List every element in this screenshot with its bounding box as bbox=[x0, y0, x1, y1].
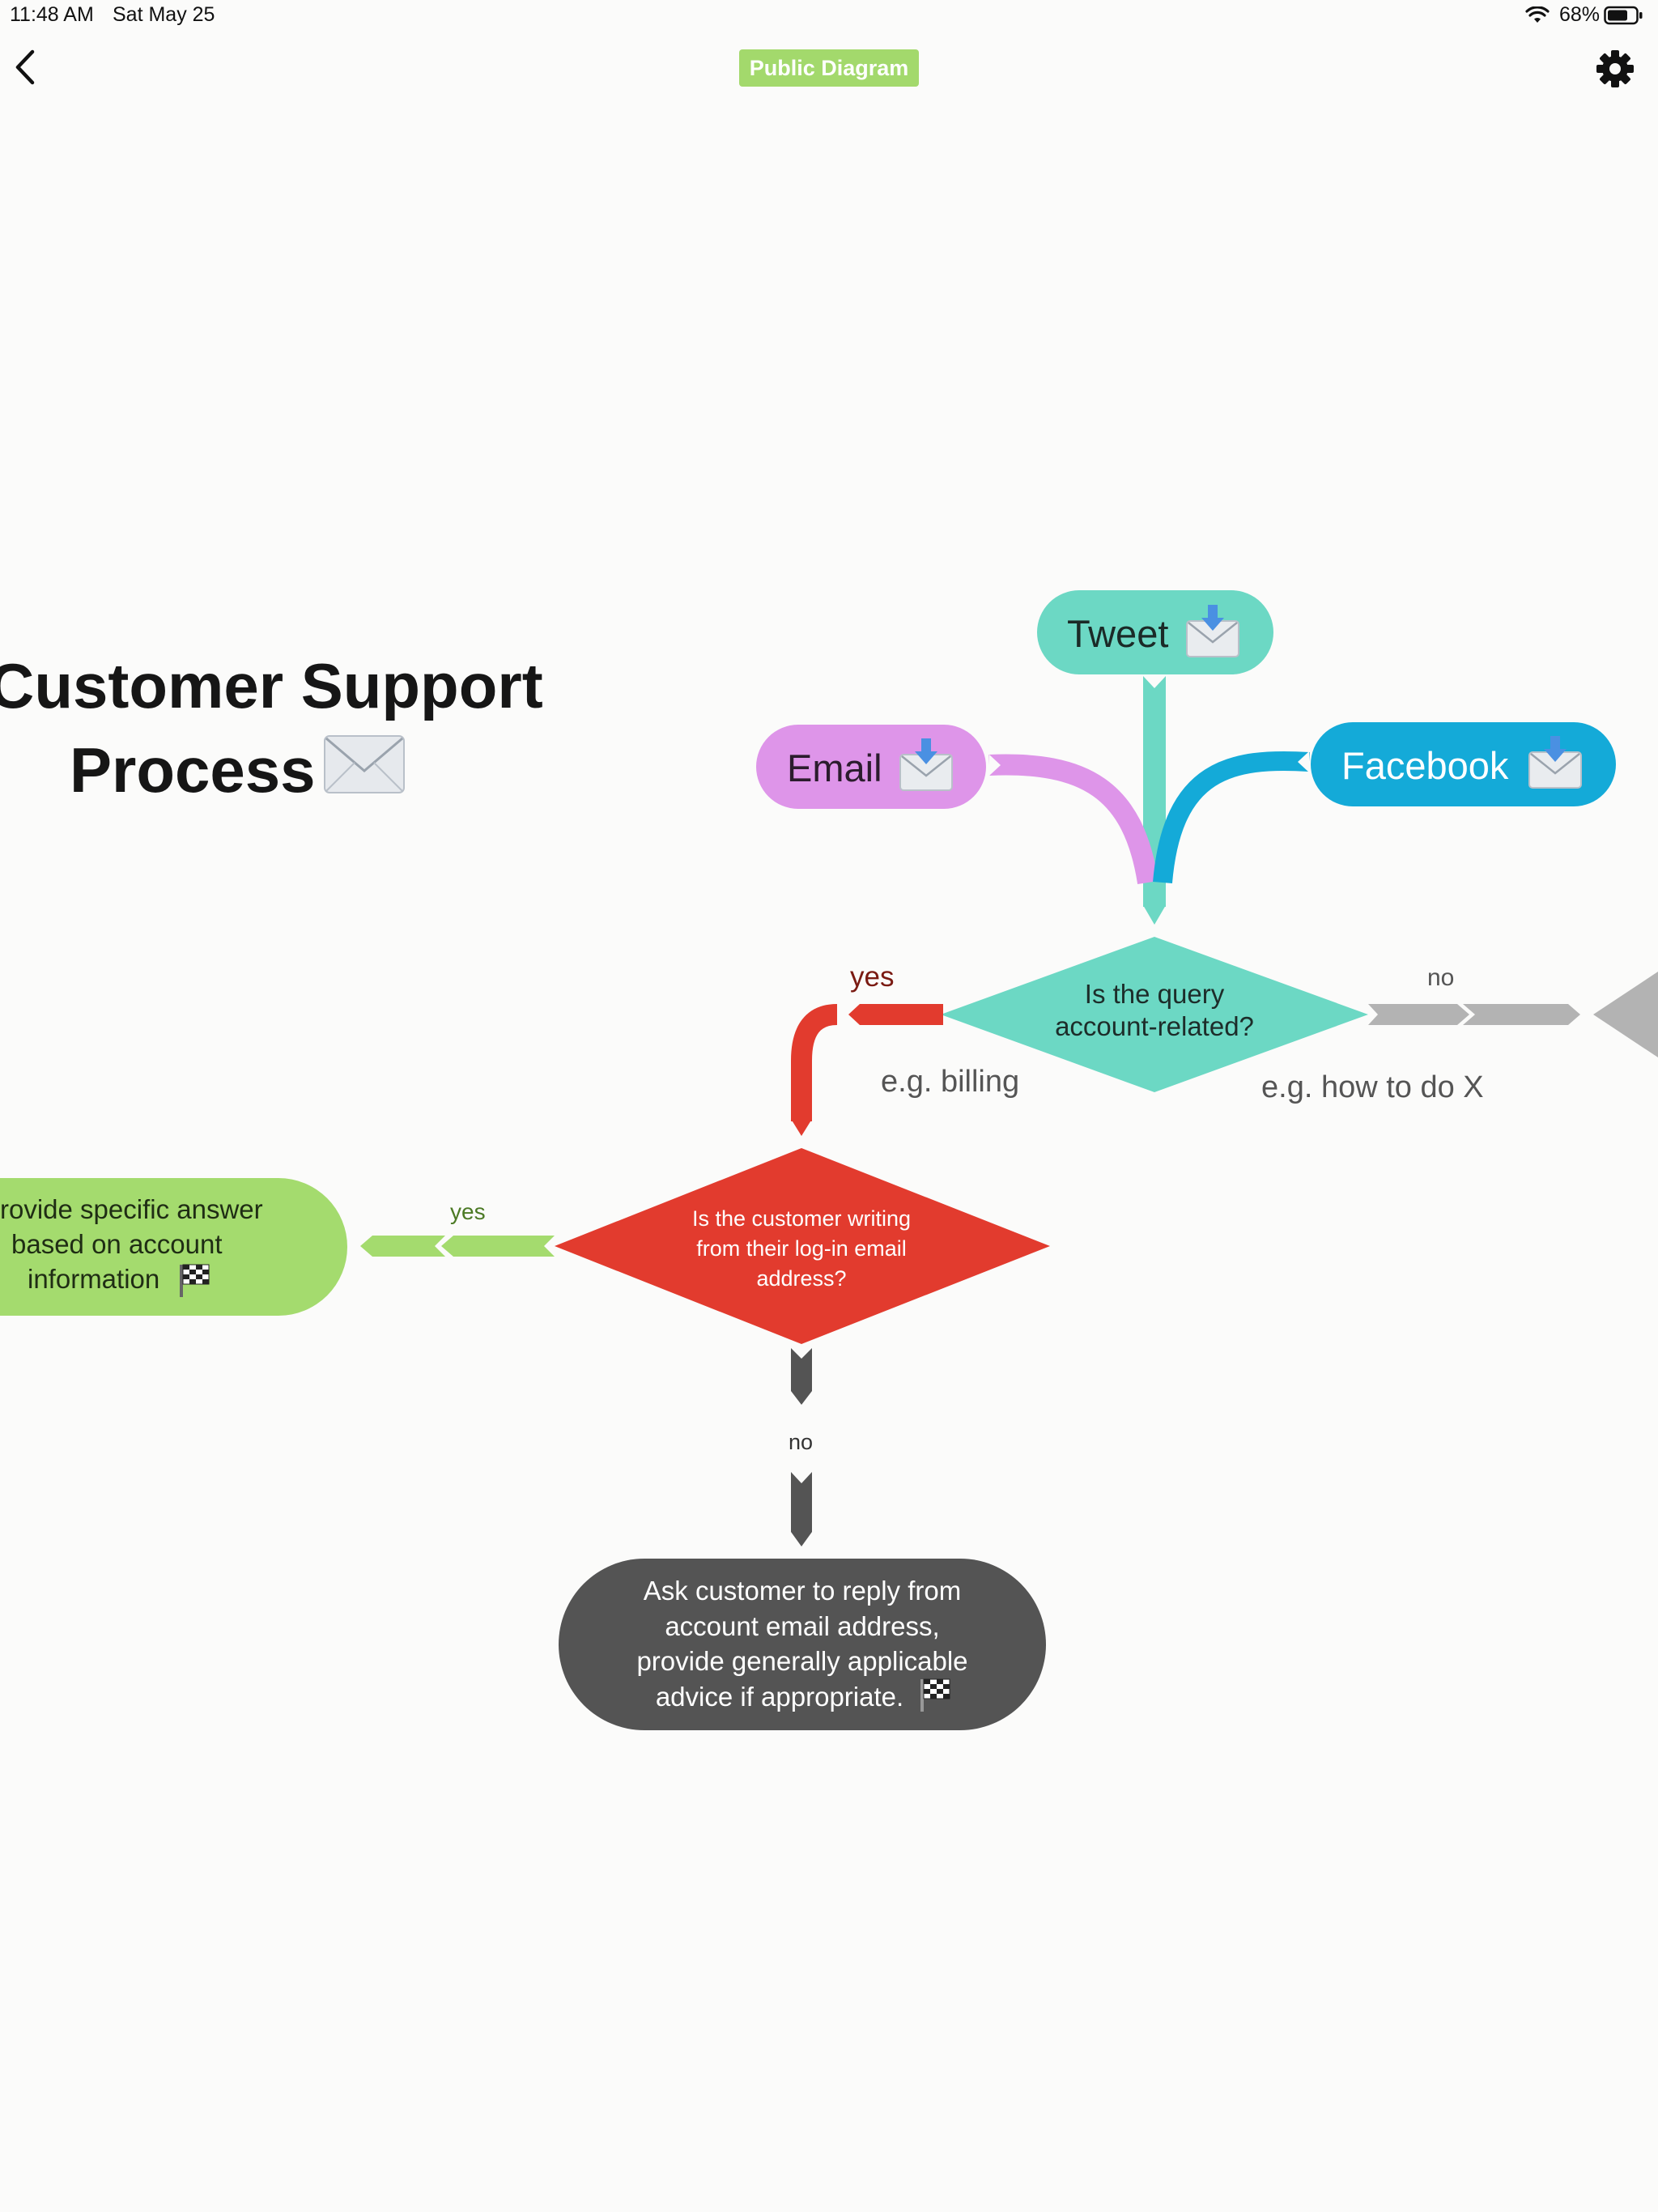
decision-login-email-text: Is the customer writing from their log-i… bbox=[691, 1206, 912, 1291]
decision-account-related bbox=[941, 937, 1368, 1092]
connector-no-gray bbox=[1368, 972, 1658, 1057]
email-label: Email bbox=[787, 747, 882, 789]
label-yes-2: yes bbox=[450, 1199, 486, 1224]
connector-yes-green bbox=[360, 1236, 555, 1257]
connector-facebook bbox=[1153, 751, 1310, 884]
diagram-title-line2: Process bbox=[70, 734, 316, 806]
incoming-envelope-icon bbox=[1528, 736, 1582, 789]
battery-percent: 68% bbox=[1559, 3, 1601, 26]
note-billing: e.g. billing bbox=[881, 1065, 1020, 1099]
back-chevron-icon[interactable] bbox=[11, 47, 39, 87]
wifi-icon bbox=[1525, 6, 1550, 23]
gear-icon[interactable] bbox=[1595, 49, 1635, 89]
decision-login-email bbox=[555, 1148, 1050, 1344]
end-specific-answer bbox=[0, 1178, 347, 1316]
decision-account-related-text: Is the query account-related? bbox=[1055, 979, 1254, 1041]
incoming-envelope-icon bbox=[899, 738, 953, 791]
label-no-2: no bbox=[789, 1430, 814, 1454]
connector-no-dark bbox=[791, 1348, 812, 1546]
incoming-envelope-icon bbox=[1186, 605, 1239, 657]
label-no-1: no bbox=[1427, 964, 1455, 991]
tweet-label: Tweet bbox=[1067, 612, 1169, 655]
checkered-flag-icon bbox=[920, 1678, 950, 1712]
end-ask-reply-text: Ask customer to reply from account email… bbox=[636, 1576, 968, 1712]
envelope-icon bbox=[324, 735, 405, 793]
end-specific-answer-text: rovide specific answer based on account … bbox=[0, 1194, 263, 1294]
note-how-to: e.g. how to do X bbox=[1261, 1070, 1484, 1104]
connector-email bbox=[988, 754, 1158, 885]
status-time: 11:48 AM bbox=[10, 3, 94, 26]
connector-yes-red bbox=[791, 1004, 943, 1136]
battery-icon bbox=[1604, 6, 1643, 25]
checkered-flag-icon bbox=[180, 1264, 210, 1297]
facebook-label: Facebook bbox=[1341, 744, 1509, 787]
label-yes-1: yes bbox=[850, 961, 895, 993]
connector-tweet bbox=[1143, 676, 1166, 925]
status-date: Sat May 25 bbox=[113, 3, 215, 26]
diagram-title-line1: Customer Support bbox=[0, 650, 543, 721]
public-diagram-badge[interactable]: Public Diagram bbox=[739, 49, 919, 87]
